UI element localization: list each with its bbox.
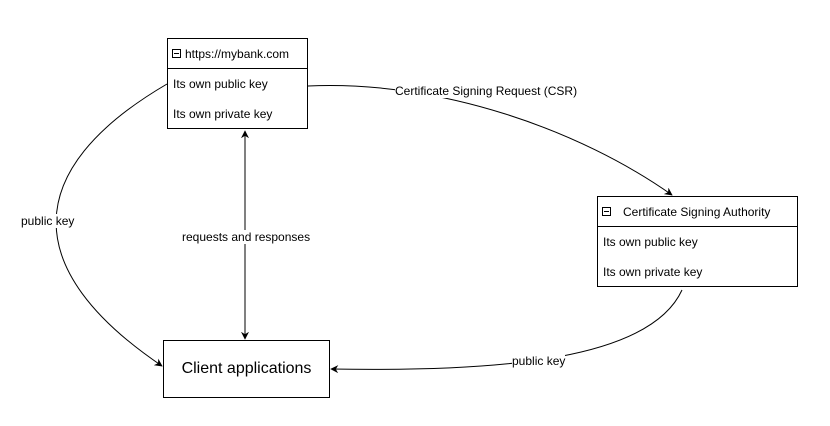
edge-csr [307,85,673,196]
mybank-node[interactable]: https://mybank.com Its own public key It… [167,38,308,129]
collapse-icon[interactable] [172,49,181,58]
csa-private-key-row: Its own private key [603,265,703,279]
client-applications-label: Client applications [181,360,312,377]
collapse-icon[interactable] [602,207,611,216]
csa-node-header[interactable]: Certificate Signing Authority [598,197,797,227]
csa-node[interactable]: Certificate Signing Authority Its own pu… [597,196,798,287]
edge-label-csa-public-key: public key [512,354,566,368]
mybank-public-key-row: Its own public key [173,77,268,91]
edge-label-requests-responses: requests and responses [182,230,311,244]
edge-label-bank-public-key: public key [21,214,75,228]
mybank-private-key-row: Its own private key [173,107,273,121]
client-applications-node[interactable]: Client applications [163,340,330,398]
mybank-node-header[interactable]: https://mybank.com [168,39,307,69]
edge-label-csr: Certificate Signing Request (CSR) [395,84,578,98]
csa-public-key-row: Its own public key [603,235,698,249]
edge-csa-public-key [330,289,683,374]
mybank-node-title: https://mybank.com [185,46,290,61]
csa-node-title: Certificate Signing Authority [623,204,771,219]
